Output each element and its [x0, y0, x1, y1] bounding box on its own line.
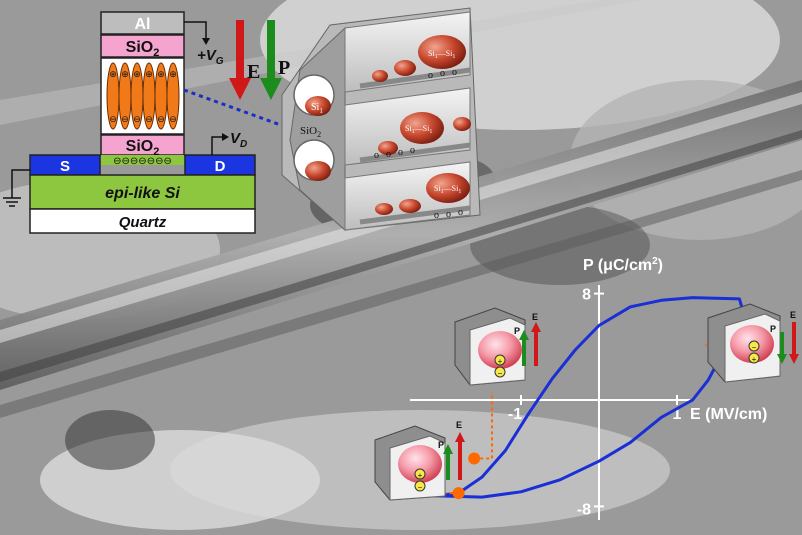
svg-text:⊖: ⊖	[121, 114, 129, 124]
inset-top-left: + − P E	[454, 307, 541, 386]
ground-icon	[3, 169, 30, 207]
svg-text:⊕: ⊕	[121, 69, 129, 79]
x-tick-label: -1	[508, 406, 522, 423]
svg-text:P: P	[438, 440, 444, 450]
y-tick-label: 8	[582, 287, 591, 304]
svg-text:o: o	[428, 70, 433, 81]
svg-text:o: o	[398, 147, 403, 158]
svg-text:o: o	[452, 67, 457, 78]
svg-text:P: P	[770, 324, 776, 334]
svg-text:−: −	[752, 343, 757, 352]
bond-label-1: Si1—Si1	[428, 49, 455, 60]
dipole-array: ⊕ ⊕ ⊕ ⊕ ⊕ ⊕ ⊖ ⊖ ⊖ ⊖ ⊖ ⊖	[106, 62, 180, 130]
inset-bottom-left: + − P E	[374, 420, 465, 501]
svg-text:⊖: ⊖	[157, 114, 165, 124]
si-label: Si1	[311, 102, 323, 115]
channel-layer	[29, 174, 256, 210]
top-oxide-label: SiO2	[126, 39, 160, 59]
top-oxide-layer	[100, 34, 185, 58]
svg-text:E: E	[790, 310, 796, 320]
channel-label: epi-like Si	[105, 185, 180, 202]
p-field-arrow	[260, 20, 282, 100]
svg-text:−: −	[498, 369, 503, 378]
svg-text:o: o	[434, 210, 439, 221]
svg-text:⊕: ⊕	[169, 69, 177, 79]
svg-text:⊖: ⊖	[109, 114, 117, 124]
gate-label: Al	[135, 16, 151, 33]
svg-text:o: o	[374, 150, 379, 161]
svg-text:o: o	[446, 209, 451, 220]
marker-leader	[474, 392, 493, 460]
svg-text:o: o	[386, 149, 391, 160]
sio2-label: SiO2	[300, 125, 321, 139]
svg-text:+: +	[498, 357, 503, 366]
substrate-label: Quartz	[119, 214, 167, 231]
bond-label-3: Si1—Si1	[434, 184, 461, 195]
svg-text:o: o	[440, 68, 445, 79]
bottom-oxide-label: SiO2	[126, 138, 160, 158]
drain-voltage-label: VD	[230, 130, 247, 150]
gate-layer	[100, 11, 185, 35]
svg-text:+: +	[418, 471, 423, 480]
inset-right: − + P E	[707, 303, 799, 383]
x-tick-label: 1	[673, 406, 682, 423]
svg-text:⊕: ⊕	[133, 69, 141, 79]
svg-text:−: −	[418, 483, 423, 492]
svg-text:⊕: ⊕	[109, 69, 117, 79]
svg-text:E: E	[456, 420, 462, 430]
svg-text:⊖: ⊖	[145, 114, 153, 124]
svg-text:⊕: ⊕	[157, 69, 165, 79]
drain-label: D	[215, 158, 226, 175]
e-field-label: E	[247, 61, 260, 83]
x-axis-label: E (MV/cm)	[690, 406, 767, 423]
y-tick-label: -8	[577, 501, 591, 518]
hysteresis-loop	[435, 296, 745, 499]
svg-text:⊖: ⊖	[133, 114, 141, 124]
source-label: S	[60, 158, 70, 175]
svg-text:+: +	[752, 355, 757, 364]
gate-voltage-label: +VG	[197, 47, 224, 67]
substrate-layer	[29, 208, 256, 234]
gate-terminal-arrow	[184, 21, 210, 45]
drain-terminal-arrow	[211, 133, 229, 155]
hysteresis-chart: -1 1 8 -8 E (MV/cm) P (μC/cm2)	[410, 256, 767, 520]
svg-text:E: E	[532, 312, 538, 322]
state-marker	[452, 487, 465, 500]
svg-text:o: o	[410, 145, 415, 156]
svg-text:o: o	[458, 207, 463, 218]
e-field-arrow	[229, 20, 251, 100]
svg-text:⊖: ⊖	[169, 114, 177, 124]
svg-text:⊕: ⊕	[145, 69, 153, 79]
channel-charges: ⊖⊖⊖⊖⊖⊖⊖	[113, 156, 172, 167]
device-stack: Al SiO2 ⊕ ⊕ ⊕ ⊕ ⊕ ⊕ ⊖ ⊖ ⊖ ⊖ ⊖ ⊖ SiO2 ⊖⊖⊖⊖⊖⊖⊖ S D	[3, 11, 256, 234]
p-field-label: P	[278, 57, 290, 79]
svg-text:P: P	[514, 326, 520, 336]
state-marker	[468, 452, 481, 465]
bond-label-2: Si1—Si1	[405, 124, 432, 135]
y-axis-label: P (μC/cm2)	[583, 256, 663, 274]
